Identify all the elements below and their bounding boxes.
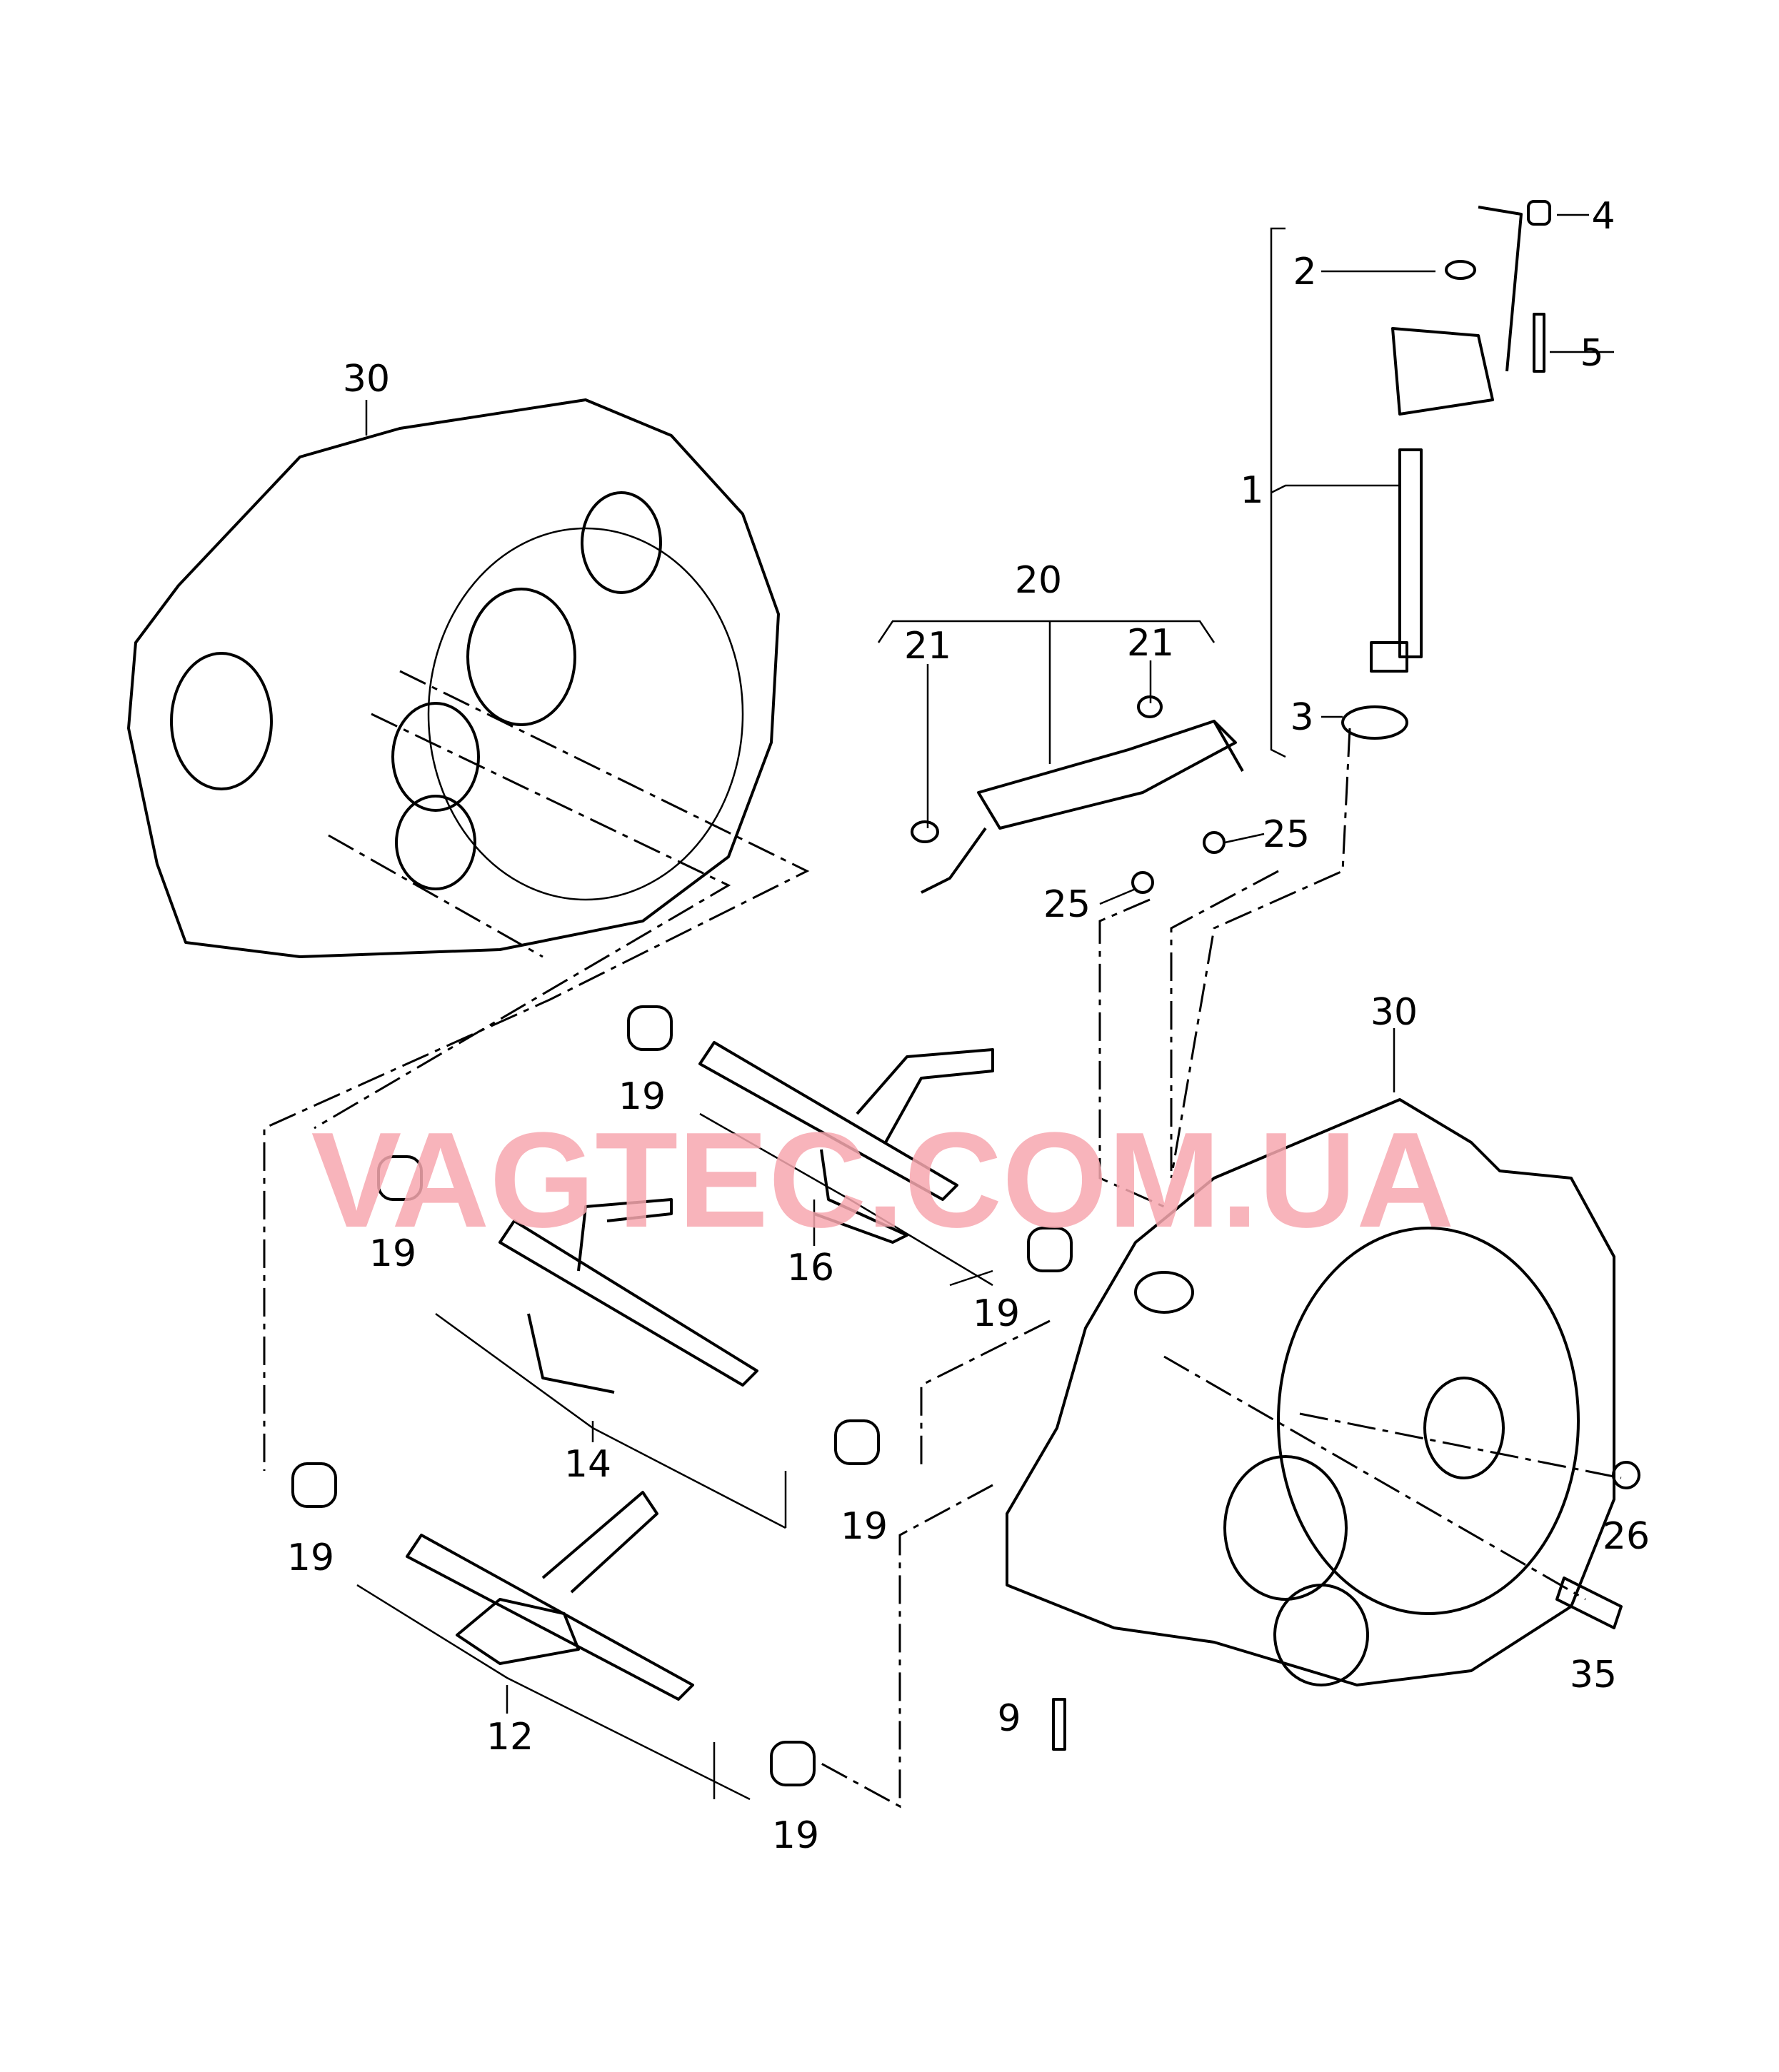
- shift-fork-16[interactable]: [627, 1005, 1073, 1272]
- bolt-9[interactable]: [1052, 1698, 1066, 1751]
- callout-21-right[interactable]: 21: [1127, 622, 1174, 665]
- callout-19[interactable]: 19: [287, 1537, 334, 1579]
- callout-21-left[interactable]: 21: [904, 625, 951, 668]
- callout-35[interactable]: 35: [1570, 1654, 1617, 1696]
- assembly-lines: [263, 670, 1622, 1809]
- callout-labels: 30 4 2 5 1 20 21 21 3 25 25 30 19 19 16 …: [287, 195, 1650, 1857]
- callout-19[interactable]: 19: [772, 1814, 819, 1857]
- callout-19[interactable]: 19: [618, 1075, 666, 1118]
- callout-30[interactable]: 30: [343, 358, 390, 401]
- nut-26[interactable]: [1612, 1461, 1640, 1489]
- callout-12[interactable]: 12: [486, 1716, 533, 1759]
- callout-26[interactable]: 26: [1603, 1515, 1650, 1558]
- callout-25-right[interactable]: 25: [1263, 813, 1310, 856]
- callout-30-right[interactable]: 30: [1370, 991, 1418, 1034]
- callout-2[interactable]: 2: [1293, 251, 1316, 293]
- shift-fork-20[interactable]: [911, 695, 1244, 894]
- callout-16[interactable]: 16: [787, 1247, 834, 1289]
- callout-1[interactable]: 1: [1240, 469, 1263, 512]
- callout-3[interactable]: 3: [1290, 696, 1313, 739]
- callout-9[interactable]: 9: [997, 1697, 1021, 1740]
- callout-25-left[interactable]: 25: [1043, 883, 1091, 926]
- callout-19[interactable]: 19: [841, 1505, 888, 1548]
- switch-35[interactable]: [1555, 1576, 1623, 1629]
- callout-14[interactable]: 14: [564, 1443, 611, 1486]
- callout-19[interactable]: 19: [369, 1232, 416, 1275]
- callout-20[interactable]: 20: [1015, 559, 1062, 602]
- selector-shaft-assembly[interactable]: [1341, 200, 1551, 740]
- gearbox-housing-right[interactable]: [1006, 1098, 1615, 1686]
- callout-4[interactable]: 4: [1591, 195, 1615, 238]
- leader-lines: [356, 213, 1614, 1801]
- shift-fork-14[interactable]: [377, 1155, 880, 1465]
- shift-fork-12[interactable]: [291, 1462, 816, 1786]
- watermark: VAGTEC.COM.UA: [311, 1105, 1455, 1256]
- callout-19[interactable]: 19: [973, 1292, 1020, 1335]
- callout-5[interactable]: 5: [1580, 332, 1603, 375]
- gearbox-housing-left[interactable]: [127, 398, 780, 958]
